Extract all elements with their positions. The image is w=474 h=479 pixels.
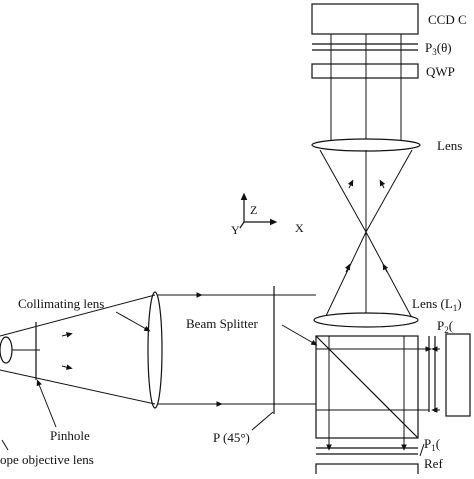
top-lens (311, 138, 421, 152)
beam-splitter-cube (315, 335, 419, 439)
lens-l1-label: Lens (L1) (412, 296, 462, 313)
horizontal-beams (158, 292, 418, 411)
ref-label: Ref (424, 456, 443, 471)
p1-label: P1( (424, 436, 440, 453)
polarizer-p2 (428, 336, 436, 412)
p3-label: P3(θ) (425, 40, 452, 57)
quarter-wave-plate (311, 63, 419, 79)
collimating-lens (147, 291, 163, 409)
p45-label: P (45°) (213, 430, 250, 445)
qwp-label: QWP (426, 64, 455, 79)
diverging-cone (0, 294, 156, 405)
ccd-camera-label: CCD C (428, 12, 467, 27)
lens-l1 (313, 312, 419, 328)
polarizer-p3 (312, 43, 418, 51)
polarizer-p1 (316, 438, 418, 455)
reference-bottom (315, 463, 419, 479)
axis-y-label: Y (231, 223, 240, 237)
converging-beams (319, 149, 413, 319)
coordinate-axes (239, 192, 278, 229)
beam-splitter-label: Beam Splitter (186, 316, 259, 331)
axis-x-label: X (295, 221, 304, 235)
pinhole-label: Pinhole (50, 428, 90, 443)
ccd-camera (311, 3, 419, 35)
objective-lens (0, 336, 13, 364)
upper-beams (330, 34, 402, 140)
top-lens-label: Lens (437, 138, 462, 153)
axis-z-label: Z (250, 203, 257, 217)
p2-label: P2( (437, 318, 453, 335)
objective-label: ope objective lens (0, 452, 94, 467)
collimating-lens-label: Collimating lens (18, 296, 104, 311)
reference-mirror-right (445, 333, 471, 417)
